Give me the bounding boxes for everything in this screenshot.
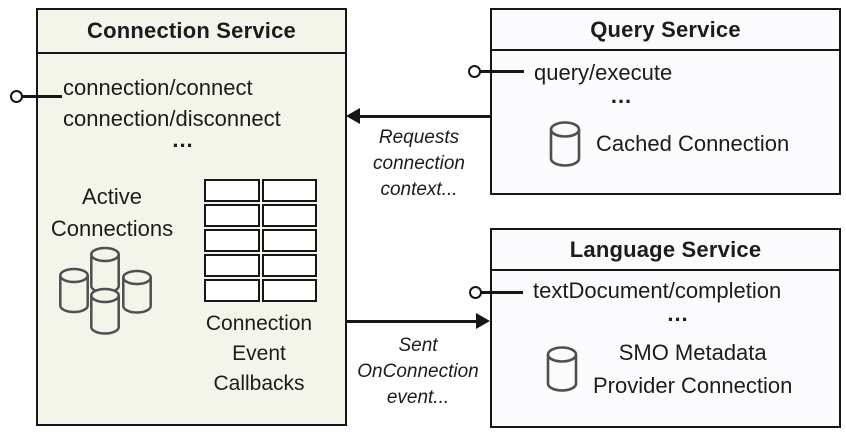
interface-lollipop-icon xyxy=(10,90,23,103)
arrow-line xyxy=(347,320,478,323)
connection-service-box: Connection Service connection/connect co… xyxy=(36,8,347,426)
callback-table-cell xyxy=(204,204,260,227)
query-service-title: Query Service xyxy=(492,10,839,51)
arrowhead-right-icon xyxy=(476,313,490,329)
callback-table-cell xyxy=(261,204,317,227)
interface-line xyxy=(481,291,523,294)
smo-metadata-provider-label: SMO Metadata Provider Connection xyxy=(593,340,793,398)
language-service-title: Language Service xyxy=(492,230,839,271)
callback-table-cell xyxy=(261,279,317,302)
callback-table-cell xyxy=(261,179,317,202)
interface-lollipop-icon xyxy=(468,65,481,78)
cached-connection-label: Cached Connection xyxy=(596,131,790,156)
database-cylinder-icon xyxy=(548,120,582,168)
interface-line xyxy=(22,95,62,98)
active-connections-label: Active Connections xyxy=(50,184,174,241)
interface-lollipop-icon xyxy=(469,286,482,299)
database-cylinder-icon xyxy=(545,345,579,393)
connection-service-methods: connection/connect connection/disconnect xyxy=(63,75,281,131)
interface-line xyxy=(480,70,524,73)
arrow-line xyxy=(358,115,490,118)
callback-table-cell xyxy=(204,279,260,302)
language-service-method: textDocument/completion xyxy=(533,278,782,303)
query-service-method: query/execute xyxy=(534,60,673,85)
callback-table-cell xyxy=(204,254,260,277)
requests-connection-context-label: Requests connection context... xyxy=(373,127,465,200)
language-service-box: Language Service textDocument/completion… xyxy=(490,228,841,428)
cached-connection-row: Cached Connection xyxy=(548,120,789,168)
query-method-ellipsis: ... xyxy=(610,83,633,108)
language-method-ellipsis: ... xyxy=(667,301,689,326)
callback-table-cell xyxy=(204,179,260,202)
connection-service-title: Connection Service xyxy=(38,10,345,54)
connection-event-callbacks-label: Connection Event Callbacks xyxy=(205,312,313,395)
callback-table xyxy=(204,179,317,302)
database-cluster-icon xyxy=(56,244,160,342)
sent-onconnection-event-label: Sent OnConnection event... xyxy=(357,335,479,408)
query-service-box: Query Service query/execute ... Cached C… xyxy=(490,8,841,195)
arrowhead-left-icon xyxy=(346,108,360,124)
connection-methods-ellipsis: ... xyxy=(172,127,194,152)
smo-metadata-row: SMO Metadata Provider Connection xyxy=(545,336,792,402)
callback-table-cell xyxy=(261,229,317,252)
callback-table-cell xyxy=(204,229,260,252)
callback-table-cell xyxy=(261,254,317,277)
